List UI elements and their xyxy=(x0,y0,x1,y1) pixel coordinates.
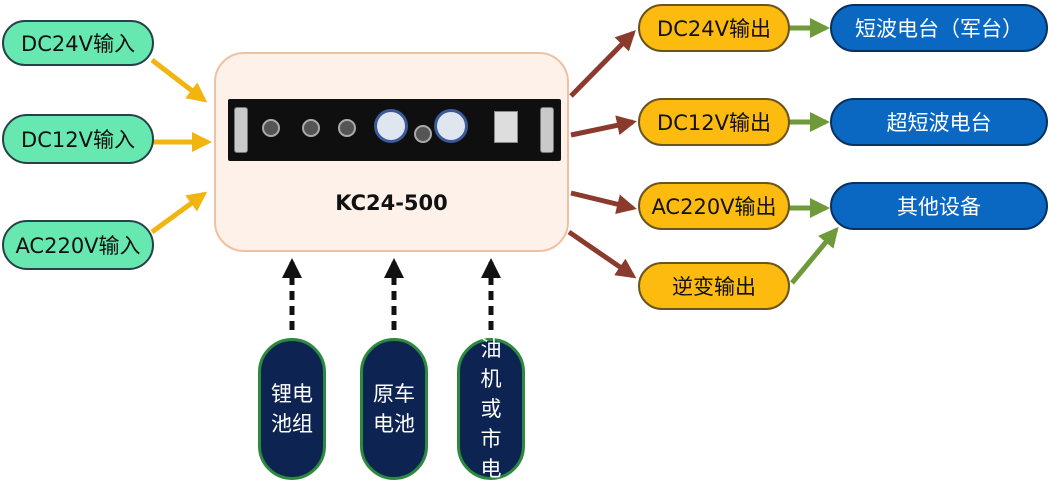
device-ultrashortwave-radio: 超短波电台 xyxy=(830,98,1048,146)
ammeter-gauge xyxy=(434,109,468,143)
model-label: KC24-500 xyxy=(335,191,448,215)
device-other-equipment: 其他设备 xyxy=(830,182,1048,230)
panel-handle-right xyxy=(540,107,554,153)
output-dc24v: DC24V输出 xyxy=(638,4,790,52)
panel-knob xyxy=(414,125,432,143)
source-vehicle-battery: 原车电池 xyxy=(360,338,428,480)
input-dc12v: DC12V输入 xyxy=(2,114,154,164)
arrow-inverter-to-other xyxy=(790,226,839,285)
device-shortwave-radio: 短波电台（军台） xyxy=(830,4,1048,52)
output-dc12v: DC12V输出 xyxy=(638,98,790,146)
source-generator-or-mains: 油机或市电 xyxy=(457,337,525,481)
panel-rotary-switch xyxy=(494,111,518,143)
output-ac220v: AC220V输出 xyxy=(638,182,790,230)
panel-knob xyxy=(302,119,320,137)
voltmeter-gauge xyxy=(374,109,408,143)
arrow-to-inverter-output xyxy=(567,229,637,279)
panel-handle-left xyxy=(234,107,248,153)
panel-knob xyxy=(262,119,280,137)
arrow-dc24-input xyxy=(150,58,208,103)
power-unit-box: KC24-500 xyxy=(214,52,569,252)
arrow-to-dc12-output xyxy=(570,115,637,138)
source-lithium-battery: 锂电池组 xyxy=(258,338,326,480)
panel-knob xyxy=(338,119,356,137)
arrow-ac220-input xyxy=(150,191,208,235)
arrow-to-ac220-output xyxy=(570,190,637,214)
output-inverter: 逆变输出 xyxy=(638,262,790,310)
arrow-to-dc24-output xyxy=(569,30,636,98)
input-dc24v: DC24V输入 xyxy=(2,20,154,66)
front-panel-illustration xyxy=(228,99,561,161)
input-ac220v: AC220V输入 xyxy=(2,220,154,270)
